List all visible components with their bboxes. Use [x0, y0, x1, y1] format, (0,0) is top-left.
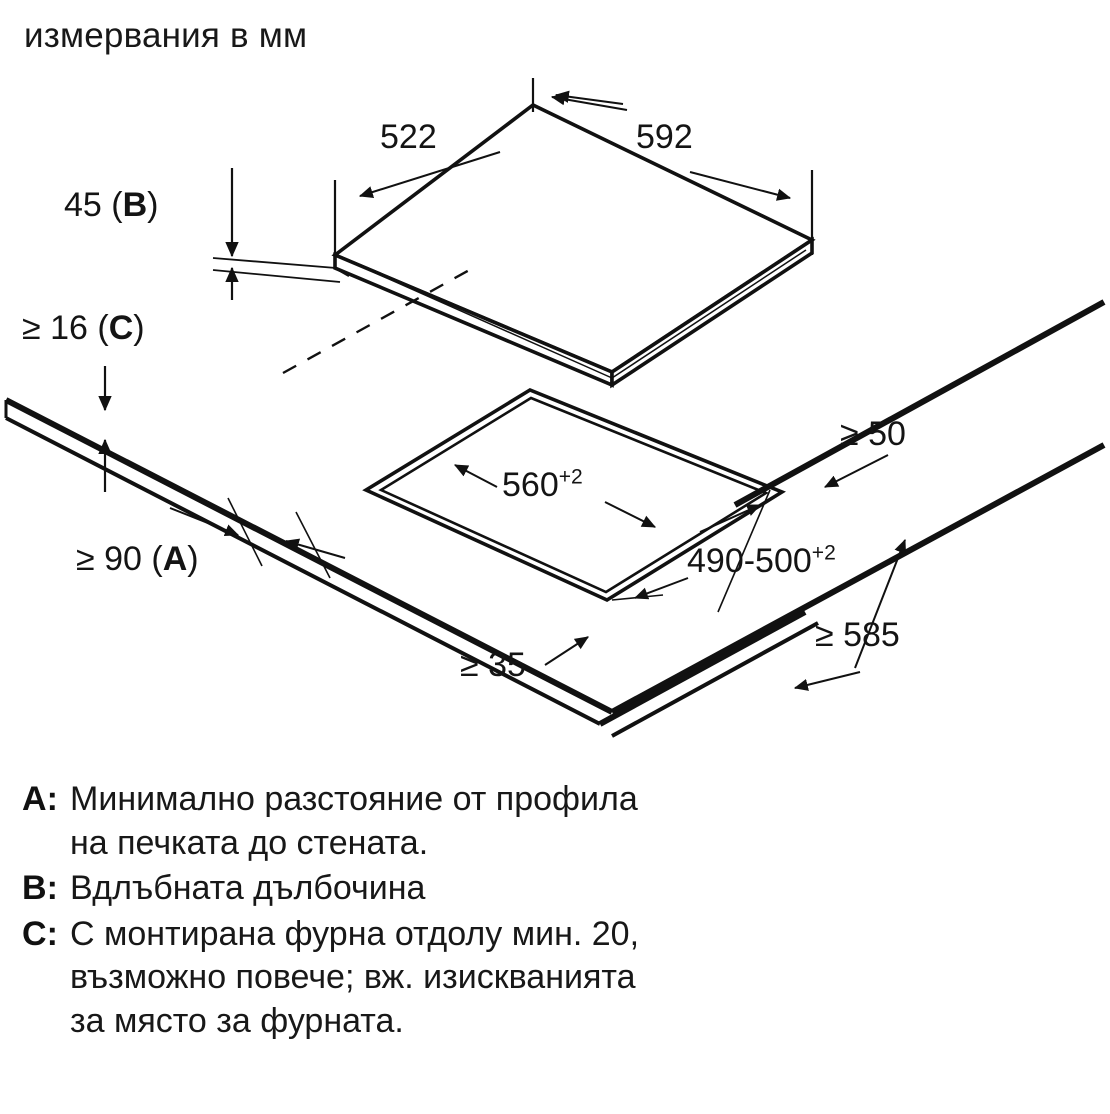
legend-key-a-text: A	[22, 780, 47, 818]
hob-corner-notch	[334, 267, 350, 277]
cutout-outline-outer	[362, 387, 786, 603]
dim-585-arrow-down	[793, 671, 861, 691]
projection-dashed-line	[282, 265, 477, 375]
legend-key-b: B:	[22, 869, 58, 908]
dim-label-35: ≥ 35	[460, 646, 526, 684]
dim-490-witness-a	[717, 489, 771, 613]
hob-bevel-left	[343, 258, 613, 379]
dim-label-592: 592	[636, 118, 693, 156]
legend-ref-C: C	[108, 309, 134, 347]
legend-row-a: A: Минимално разстояние от профила на пе…	[22, 778, 1082, 865]
worktop-front-rail-top	[598, 609, 807, 727]
dim-490-value: 490-500	[687, 542, 812, 580]
dim-490-arrow-down	[633, 577, 689, 600]
legend-key-c: C:	[22, 914, 58, 953]
dim-90A-witness-b	[295, 511, 331, 579]
legend-row-b: B: Вдлъбната дълбочина	[22, 867, 1082, 911]
dim-90A	[169, 497, 346, 579]
dim-522-apex-arrow	[554, 90, 624, 105]
cutout-outline-inner	[378, 396, 769, 594]
hob-bevel-right	[611, 249, 807, 379]
dim-560-arrow-downright	[604, 501, 657, 528]
dim-label-50: ≥ 50	[840, 415, 906, 453]
legend-c-line-3: за място за фурната.	[70, 1001, 404, 1040]
dim-label-90-A: ≥ 90 (A)	[76, 540, 199, 578]
legend-text-b: Вдлъбната дълбочина	[70, 867, 1082, 911]
installation-diagram	[4, 78, 1106, 738]
legend-key-b-text: B	[22, 869, 47, 908]
dim-560	[454, 464, 657, 528]
dim-50	[824, 454, 889, 488]
dim-592-leader	[689, 170, 814, 255]
dim-45B	[212, 168, 341, 300]
legend-text-a: Минимално разстояние от профила на печка…	[70, 778, 1082, 865]
dim-522-arrow	[358, 151, 501, 199]
dim-490-witness-b	[611, 594, 664, 601]
worktop-cutout	[362, 387, 786, 603]
dim-560-arrow-upleft	[454, 464, 498, 488]
dim-490-arrow-up	[699, 504, 762, 533]
dim-label-16-C: ≥ 16 (C)	[22, 309, 145, 347]
dim-560-tolerance: +2	[558, 465, 583, 489]
legend-b-line-1: Вдлъбната дълбочина	[70, 869, 426, 908]
dim-label-560: 560+2	[502, 465, 583, 504]
dim-592-arrow	[689, 171, 792, 201]
dim-490-tolerance: +2	[811, 541, 836, 565]
worktop-back-edge	[733, 299, 1106, 508]
dim-560-value: 560	[502, 466, 559, 504]
dim-label-45-B: 45 (B)	[64, 186, 159, 224]
dim-35-arrow	[544, 636, 589, 666]
page-title: измервания в мм	[24, 16, 308, 55]
hob-top-plate	[331, 102, 816, 389]
dim-apex-ticks	[531, 78, 628, 112]
dim-35	[544, 636, 589, 666]
dim-45B-witness-bottom	[212, 269, 341, 283]
dim-490	[611, 489, 771, 613]
diagram-svg	[4, 78, 1106, 738]
dim-45B-witness-top	[212, 257, 337, 269]
legend-row-c: C: С монтирана фурна отдолу мин. 20, въз…	[22, 913, 1082, 1044]
dim-522-leader	[333, 151, 501, 258]
dim-585-arrow-up	[854, 538, 907, 669]
legend-text-c: С монтирана фурна отдолу мин. 20, възмож…	[70, 913, 1082, 1044]
dim-90A-witness-a	[227, 497, 263, 567]
legend-c-line-2: възможно повече; вж. изискванията	[70, 958, 636, 997]
worktop-right-edge-top	[610, 442, 1106, 715]
dim-585	[793, 538, 907, 691]
dim-label-585: ≥ 585	[815, 616, 900, 654]
legend-ref-A: A	[162, 540, 188, 578]
legend-a-line-2: на печката до стената.	[70, 823, 429, 862]
dim-label-522: 522	[380, 118, 437, 156]
legend: A: Минимално разстояние от профила на пе…	[22, 778, 1082, 1045]
dim-label-490-500: 490-500+2	[687, 541, 836, 580]
worktop	[4, 299, 1106, 738]
legend-c-line-1: С монтирана фурна отдолу мин. 20,	[70, 914, 640, 953]
worktop-front-rail-bottom	[611, 621, 819, 738]
dim-592-apex-arrow	[550, 93, 628, 111]
legend-a-line-1: Минимално разстояние от профила	[70, 780, 638, 818]
legend-ref-B: B	[122, 186, 148, 224]
dim-90A-arrow-right	[169, 507, 240, 536]
legend-key-a: A:	[22, 780, 58, 818]
legend-key-c-text: C	[22, 914, 47, 953]
dim-50-arrow	[824, 454, 889, 488]
